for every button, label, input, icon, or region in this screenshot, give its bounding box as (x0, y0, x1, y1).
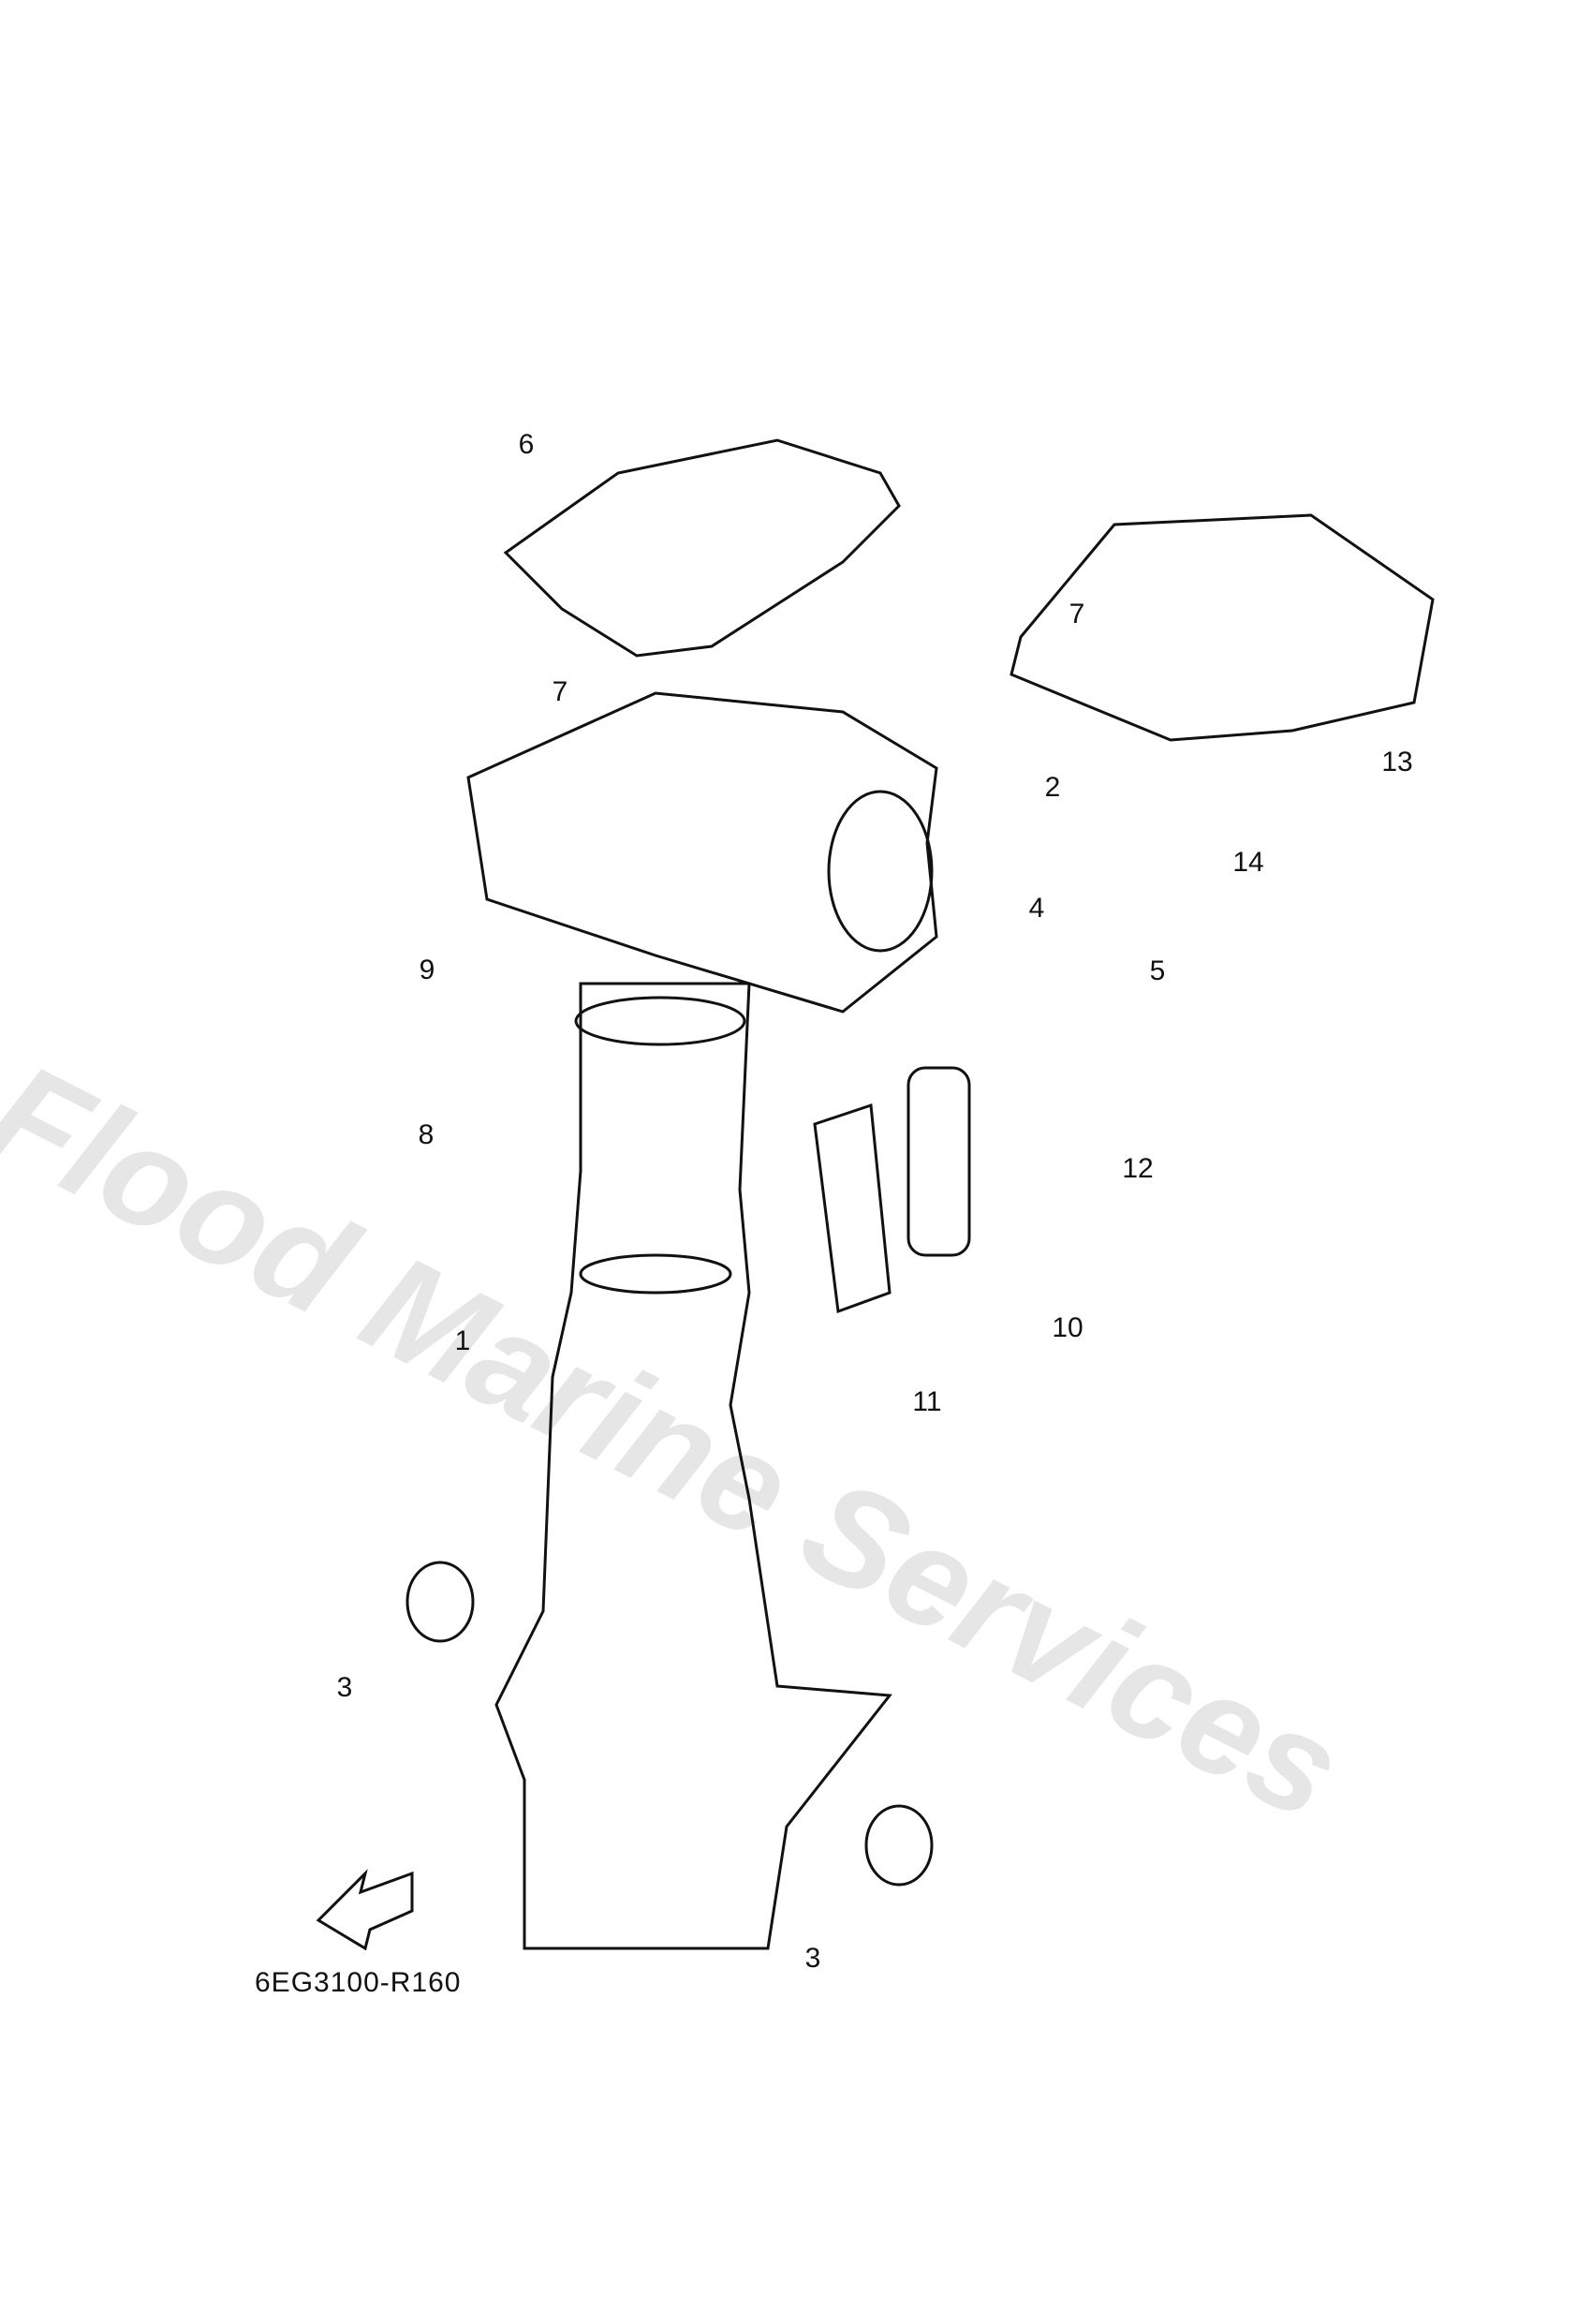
callout-label: 6 (518, 429, 535, 460)
callout-label: 2 (1044, 772, 1061, 803)
callout-label: 7 (552, 676, 568, 707)
callout-label: 12 (1122, 1153, 1154, 1184)
callout-label: 14 (1232, 847, 1264, 878)
callout-label: 11 (912, 1386, 942, 1417)
part-code: 6EG3100-R160 (255, 1967, 462, 1998)
callout-label: 5 (1149, 955, 1166, 986)
callout-label: 7 (1069, 599, 1085, 629)
callout-label: 1 (454, 1325, 471, 1356)
callout-label: 13 (1381, 747, 1413, 777)
callout-label: 9 (419, 955, 435, 985)
callout-label: 4 (1028, 893, 1045, 924)
callout-label: 3 (804, 1943, 821, 1974)
callout-label: 8 (418, 1119, 435, 1150)
callout-label: 3 (336, 1672, 353, 1703)
callout-label: 10 (1052, 1312, 1083, 1343)
